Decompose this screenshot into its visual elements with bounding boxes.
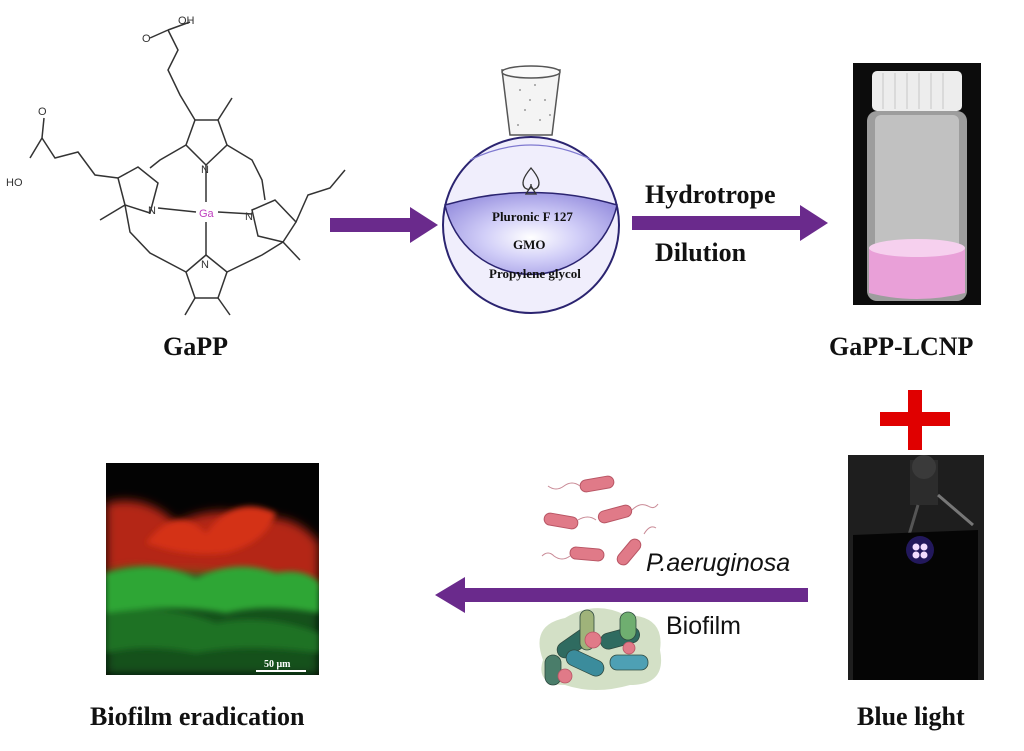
atom-label-n: N xyxy=(201,164,209,176)
atom-label-ho: HO xyxy=(6,177,23,189)
flask-component-3: Propylene glycol xyxy=(489,266,581,281)
atom-label-o: O xyxy=(38,106,47,118)
gapp-lcnp-vial-photo xyxy=(853,63,981,305)
blue-light-caption: Blue light xyxy=(857,702,965,731)
biofilm-eradication-caption: Biofilm eradication xyxy=(90,702,305,731)
blue-light-photo xyxy=(848,455,984,680)
process-label-hydrotrope: Hydrotrope xyxy=(645,180,776,209)
process-label-dilution: Dilution xyxy=(655,238,747,267)
biofilm-illustration xyxy=(539,608,662,690)
scale-bar-label: 50 μm xyxy=(264,659,291,670)
round-bottom-flask xyxy=(442,65,620,314)
arrow-right-1 xyxy=(330,207,438,243)
gapp-lcnp-caption: GaPP-LCNP xyxy=(829,332,974,361)
arrow-right-2 xyxy=(632,205,828,241)
flask-component-2: GMO xyxy=(513,237,546,252)
atom-label-ga: Ga xyxy=(199,208,215,220)
gapp-caption: GaPP xyxy=(163,332,228,361)
atom-label-oh: OH xyxy=(178,15,195,27)
atom-label-n: N xyxy=(245,211,253,223)
gapp-molecule-structure: O OH O HO N N N N Ga xyxy=(6,15,346,316)
atom-label-n: N xyxy=(201,259,209,271)
planktonic-bacteria-illustration xyxy=(541,475,659,566)
biofilm-micrograph: 50 μm xyxy=(106,463,319,675)
biofilm-label: Biofilm xyxy=(666,612,742,640)
arrow-left xyxy=(435,577,808,613)
atom-label-n: N xyxy=(148,205,156,217)
plus-icon xyxy=(880,390,950,450)
atom-label-o: O xyxy=(142,33,151,45)
species-label: P.aeruginosa xyxy=(646,549,791,577)
flask-component-1: Pluronic F 127 xyxy=(492,209,573,224)
